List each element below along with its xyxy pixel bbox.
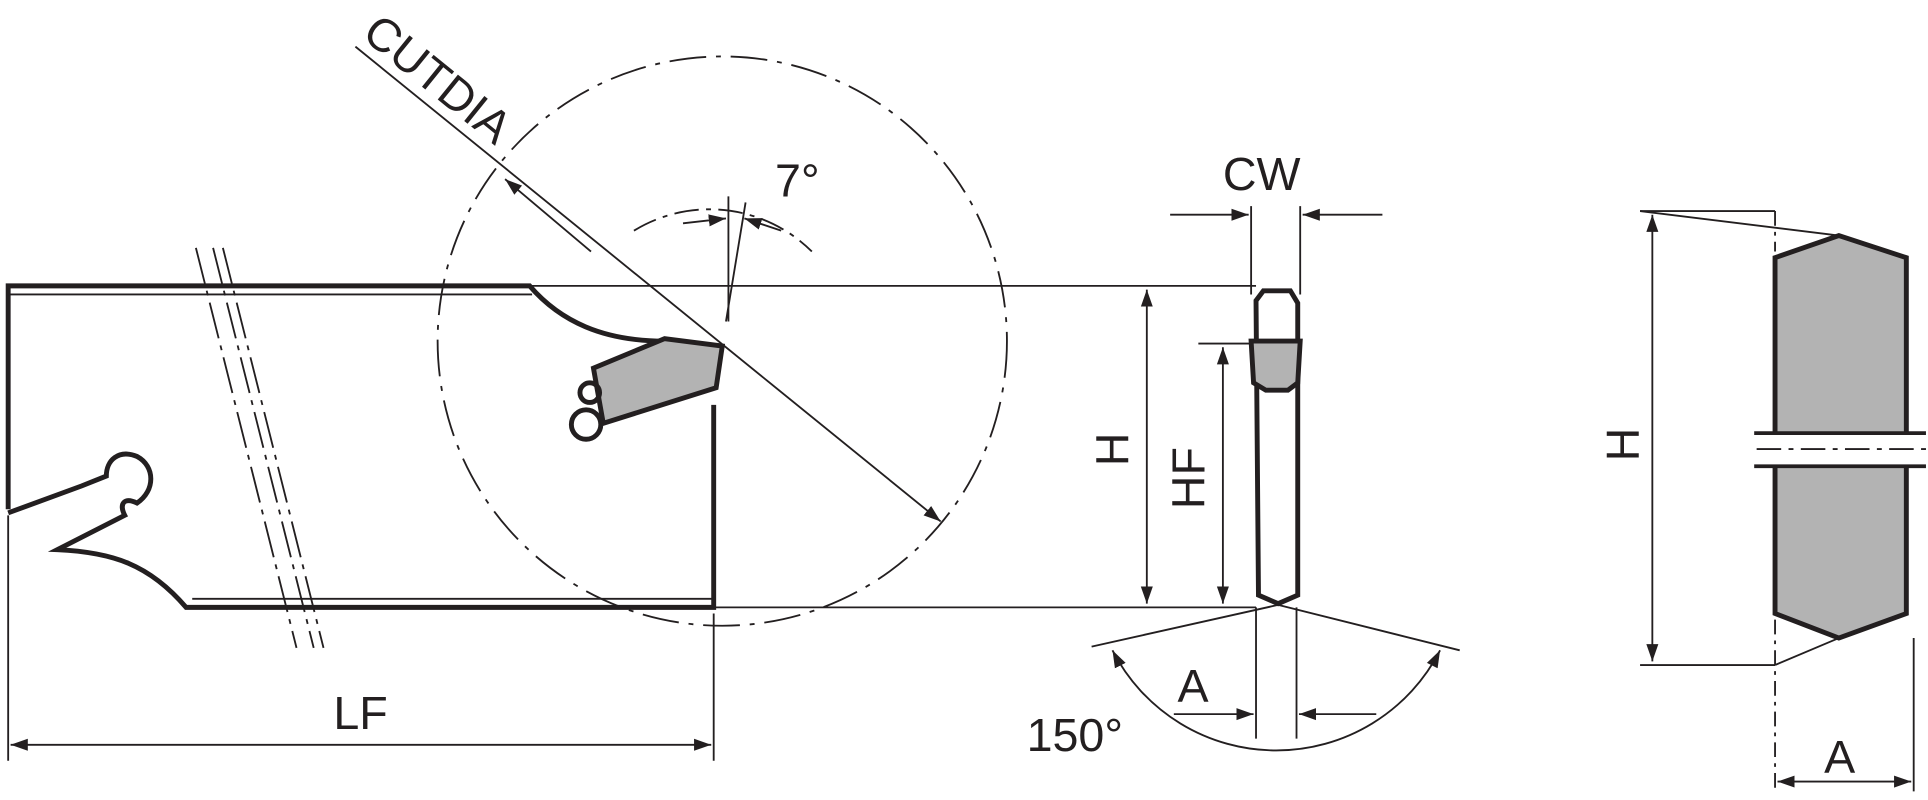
cut-diameter-circle <box>436 55 1008 627</box>
insert <box>590 336 726 427</box>
lf-label: LF <box>333 687 387 739</box>
a-end-label: A <box>1824 731 1855 783</box>
cw-label: CW <box>1223 148 1301 200</box>
hf-label: HF <box>1162 447 1214 509</box>
h-label: H <box>1086 433 1138 467</box>
break-lines <box>195 247 325 649</box>
angle-150-label: 150° <box>1027 709 1123 761</box>
blade-end-view <box>1754 232 1926 641</box>
angle-7-label: 7° <box>775 154 820 206</box>
cutdia-label: CUTDIA <box>354 4 522 154</box>
a-label: A <box>1177 660 1208 712</box>
tool-body <box>5 283 726 610</box>
h-end-label: H <box>1597 428 1649 462</box>
blade-side-view <box>1248 288 1303 607</box>
